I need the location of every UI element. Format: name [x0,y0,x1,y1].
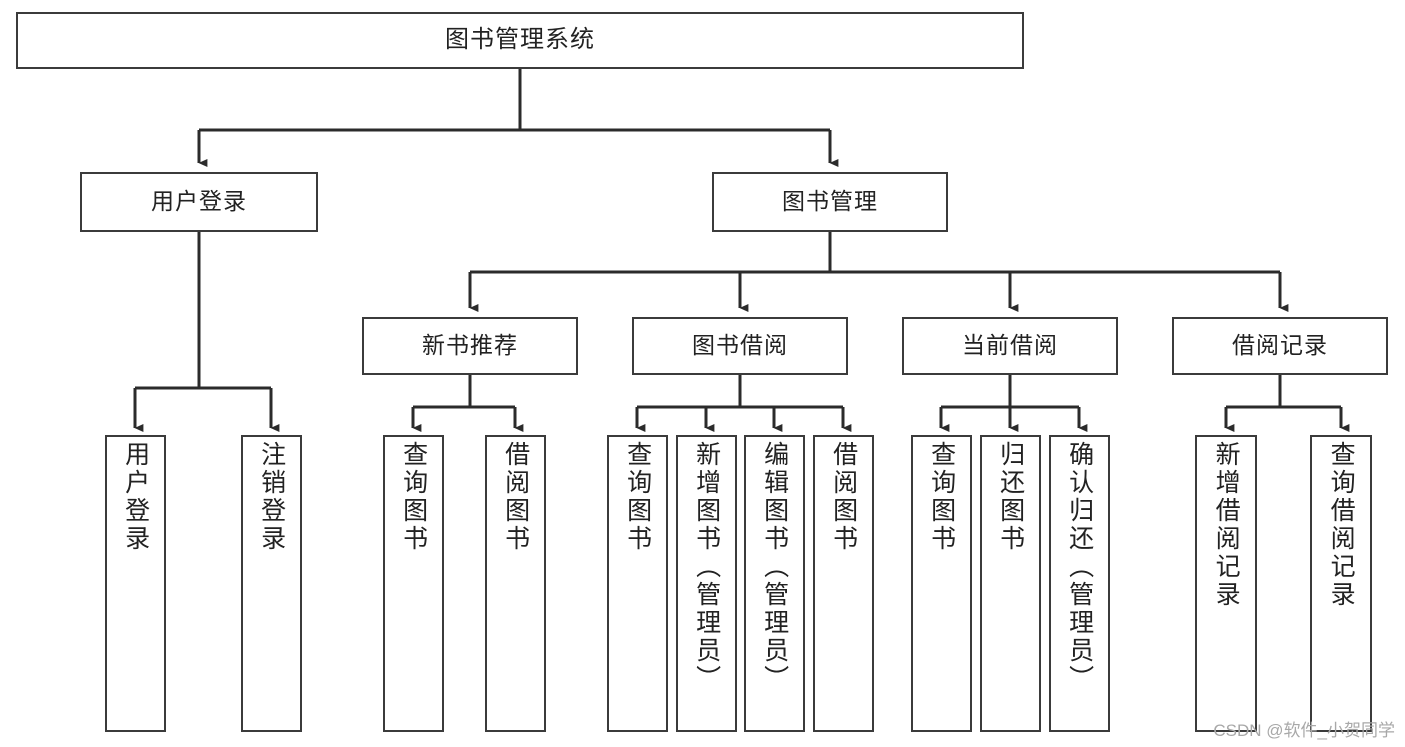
node-label: 查询图书 [623,441,652,553]
node-label: 新增借阅记录 [1212,441,1241,609]
leaf-current-borrow-return-book[interactable]: 归还图书 [980,435,1041,732]
node-label: 用户登录 [121,441,150,553]
node-label: 归还图书 [996,441,1025,553]
node-book-borrow[interactable]: 图书借阅 [632,317,848,375]
node-label: 编辑图书（管理员） [760,441,789,693]
leaf-book-borrow-query-book[interactable]: 查询图书 [607,435,668,732]
leaf-current-borrow-confirm-return-admin[interactable]: 确认归还（管理员） [1049,435,1110,732]
leaf-new-book-query-book[interactable]: 查询图书 [383,435,444,732]
node-label: 查询图书 [927,441,956,553]
node-label: 借阅记录 [1232,332,1328,359]
node-current-borrow[interactable]: 当前借阅 [902,317,1118,375]
node-label: 查询借阅记录 [1327,441,1356,609]
node-new-book-recommend[interactable]: 新书推荐 [362,317,578,375]
leaf-borrow-record-query-record[interactable]: 查询借阅记录 [1310,435,1372,732]
node-label: 图书借阅 [692,332,788,359]
leaf-current-borrow-query-book[interactable]: 查询图书 [911,435,972,732]
node-user-login[interactable]: 用户登录 [80,172,318,232]
leaf-user-login-login[interactable]: 用户登录 [105,435,166,732]
node-label: 图书管理 [782,188,878,215]
node-book-management[interactable]: 图书管理 [712,172,948,232]
leaf-user-login-logout[interactable]: 注销登录 [241,435,302,732]
node-label: 注销登录 [257,441,286,553]
node-label: 当前借阅 [962,332,1058,359]
node-borrow-record[interactable]: 借阅记录 [1172,317,1388,375]
csdn-watermark: CSDN @软件_小贺同学 [1213,721,1395,740]
leaf-borrow-record-add-record[interactable]: 新增借阅记录 [1195,435,1257,732]
node-label: 确认归还（管理员） [1065,441,1094,693]
node-label: 查询图书 [399,441,428,553]
node-label: 用户登录 [151,188,247,215]
leaf-book-borrow-add-book-admin[interactable]: 新增图书（管理员） [676,435,737,732]
node-label: 图书管理系统 [445,26,595,54]
node-label: 新书推荐 [422,332,518,359]
node-label: 借阅图书 [829,441,858,553]
node-label: 新增图书（管理员） [692,441,721,693]
leaf-new-book-borrow-book[interactable]: 借阅图书 [485,435,546,732]
leaf-book-borrow-edit-book-admin[interactable]: 编辑图书（管理员） [744,435,805,732]
leaf-book-borrow-borrow-book[interactable]: 借阅图书 [813,435,874,732]
node-label: 借阅图书 [501,441,530,553]
node-root-book-management-system[interactable]: 图书管理系统 [16,12,1024,69]
